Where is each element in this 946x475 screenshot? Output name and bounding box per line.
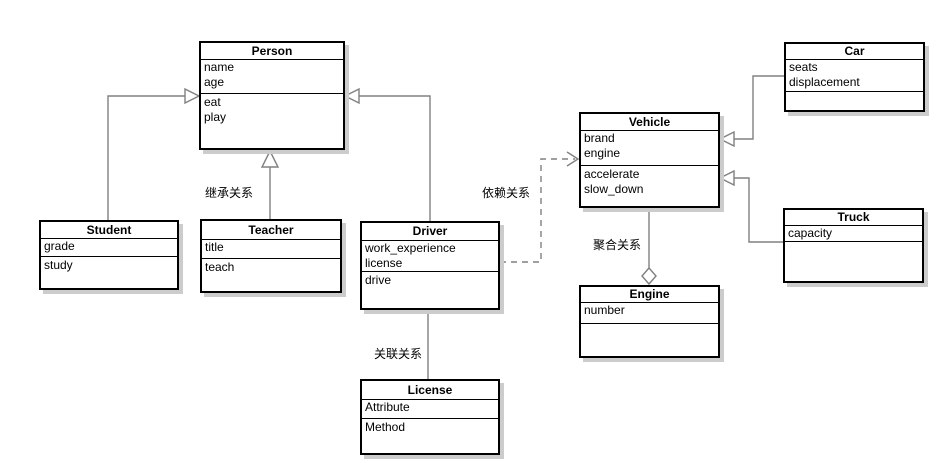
class-engine-methods	[581, 324, 718, 356]
class-car-attributes: seats displacement	[786, 60, 923, 92]
edge-vehicle-engine-aggregation	[641, 208, 657, 286]
class-vehicle-attributes: brand engine	[581, 131, 718, 166]
class-truck-methods	[785, 242, 922, 281]
attribute: title	[205, 240, 224, 254]
class-person-attributes: name age	[201, 60, 343, 94]
attribute: age	[204, 75, 225, 89]
class-car-methods	[786, 92, 923, 110]
class-student[interactable]: Student grade study	[39, 220, 179, 290]
class-teacher-methods: teach	[202, 259, 340, 291]
class-car[interactable]: Car seats displacement	[784, 42, 925, 112]
class-teacher-title: Teacher	[202, 221, 340, 240]
class-driver-title: Driver	[362, 223, 498, 241]
edge-truck-vehicle-inheritance	[718, 169, 783, 243]
attribute: name	[204, 60, 235, 74]
class-truck[interactable]: Truck capacity	[783, 208, 924, 283]
attribute: Attribute	[365, 400, 410, 414]
class-license[interactable]: License Attribute Method	[360, 379, 500, 455]
method: play	[204, 110, 227, 124]
edge-student-person-inheritance	[107, 87, 201, 220]
class-student-methods: study	[41, 257, 177, 288]
attribute: brand	[584, 131, 615, 145]
method: drive	[365, 273, 392, 287]
label-dependency-relationship: 依赖关系	[482, 186, 531, 200]
class-vehicle-title: Vehicle	[581, 114, 718, 131]
class-student-title: Student	[41, 222, 177, 239]
class-student-attributes: grade	[41, 239, 177, 257]
method: accelerate	[584, 167, 640, 181]
class-license-title: License	[362, 381, 498, 400]
edge-teacher-person-inheritance	[260, 149, 280, 219]
attribute: work_experience	[365, 241, 456, 255]
class-vehicle[interactable]: Vehicle brand engine accelerate slow_dow…	[579, 112, 720, 208]
attribute: license	[365, 256, 403, 270]
class-license-attributes: Attribute	[362, 400, 498, 419]
class-engine-title: Engine	[581, 287, 718, 303]
attribute: engine	[584, 146, 621, 160]
label-inheritance-relationship: 继承关系	[205, 186, 254, 200]
class-truck-title: Truck	[785, 210, 922, 226]
class-teacher[interactable]: Teacher title teach	[200, 219, 342, 293]
class-license-methods: Method	[362, 419, 498, 453]
attribute: displacement	[789, 75, 860, 89]
attribute: grade	[44, 239, 75, 253]
class-person-title: Person	[201, 43, 343, 60]
method: study	[44, 258, 73, 272]
label-aggregation-relationship: 聚合关系	[593, 238, 642, 252]
label-association-relationship: 关联关系	[374, 347, 423, 361]
attribute: capacity	[788, 226, 833, 240]
method: eat	[204, 95, 221, 109]
edge-car-vehicle-inheritance	[718, 75, 784, 148]
class-teacher-attributes: title	[202, 240, 340, 259]
class-engine[interactable]: Engine number	[579, 285, 720, 358]
class-driver-methods: drive	[362, 272, 498, 308]
class-person-methods: eat play	[201, 94, 343, 148]
edge-driver-vehicle-dependency	[500, 151, 580, 263]
class-car-title: Car	[786, 44, 923, 60]
method: slow_down	[584, 182, 644, 196]
class-person[interactable]: Person name age eat play	[199, 41, 345, 150]
class-vehicle-methods: accelerate slow_down	[581, 166, 718, 206]
attribute: seats	[789, 60, 818, 74]
class-driver[interactable]: Driver work_experience license drive	[360, 221, 500, 310]
class-truck-attributes: capacity	[785, 226, 922, 242]
attribute: number	[584, 303, 625, 317]
class-engine-attributes: number	[581, 303, 718, 324]
method: teach	[205, 260, 235, 274]
class-driver-attributes: work_experience license	[362, 241, 498, 272]
method: Method	[365, 420, 406, 434]
edge-driver-person-inheritance	[343, 87, 431, 221]
